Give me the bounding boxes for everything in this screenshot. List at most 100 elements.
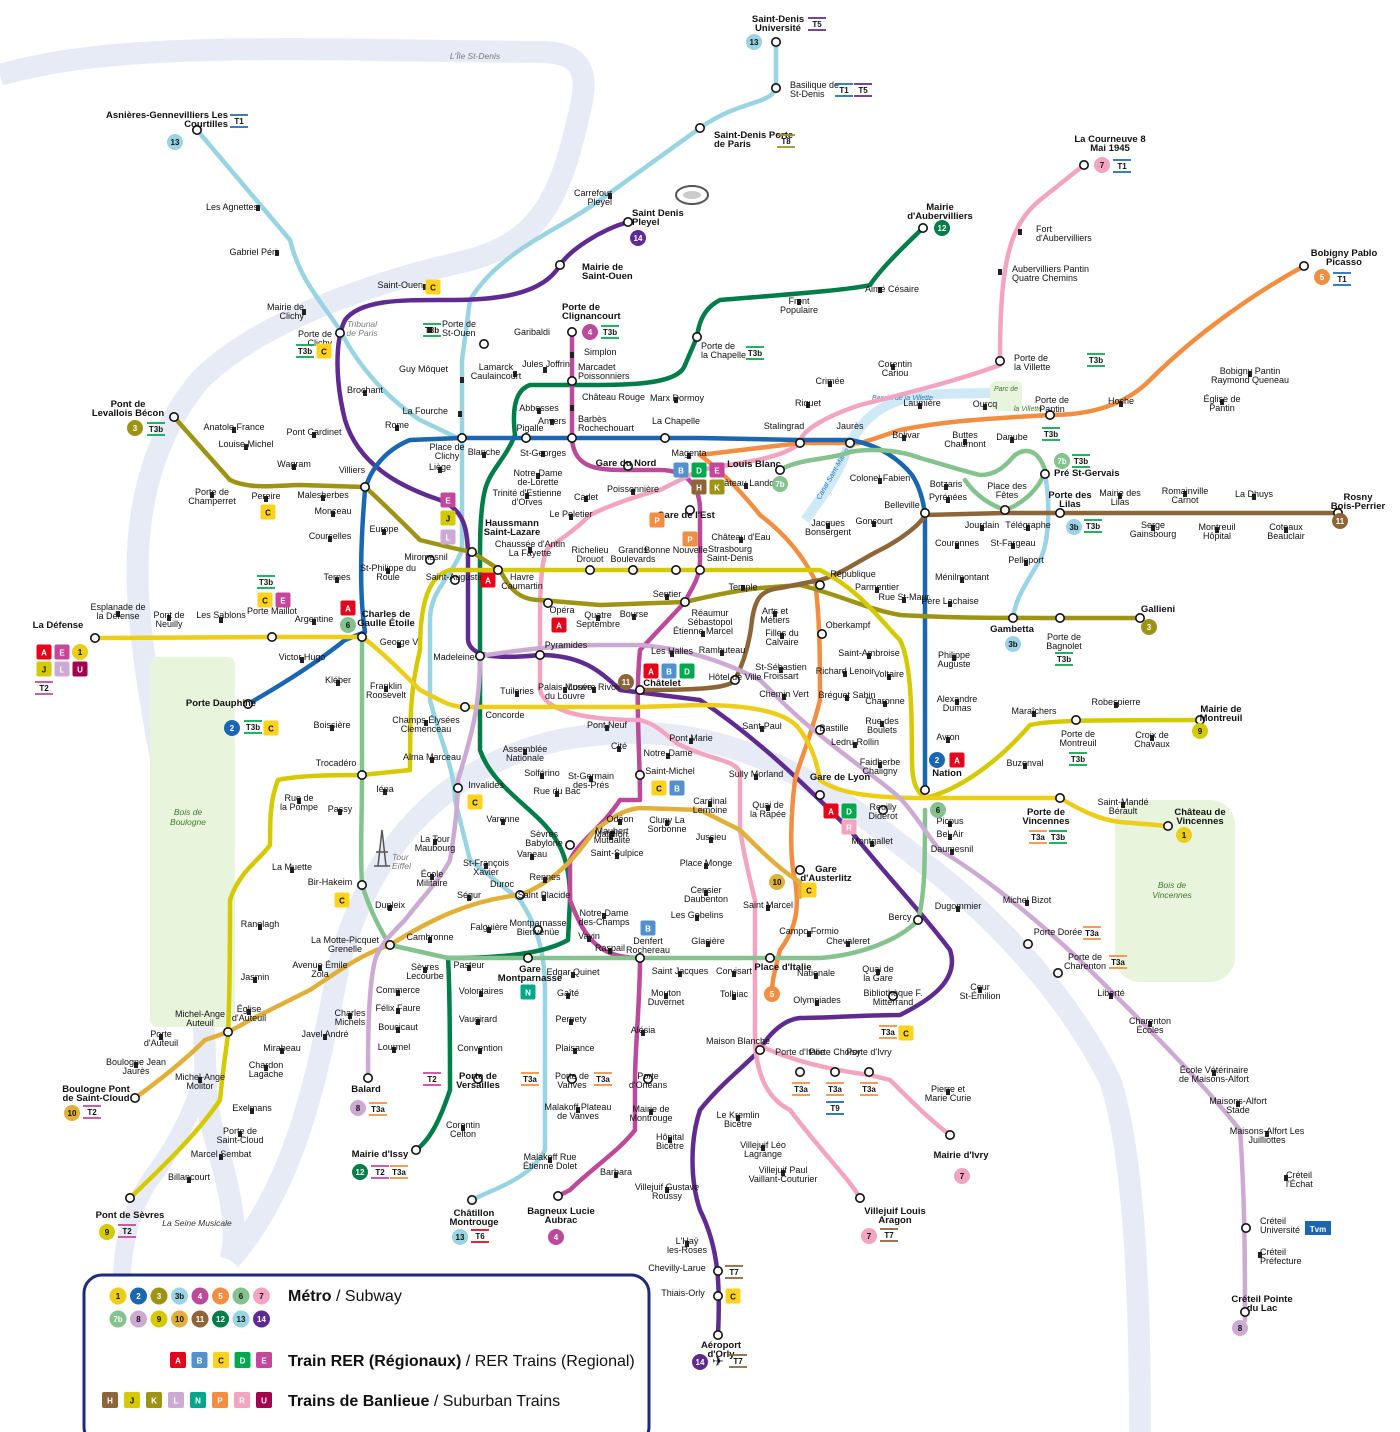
- station-tick-notre-dame-lorette[interactable]: [536, 473, 540, 479]
- station-tick-avenue-zola[interactable]: [318, 965, 322, 971]
- station-tick-chateau-landon[interactable]: [744, 483, 748, 489]
- station-tick-maisons-stade[interactable]: [1236, 1101, 1240, 1107]
- station-tick-creteil-echat[interactable]: [1284, 1175, 1288, 1181]
- station-asnieres[interactable]: [192, 125, 203, 136]
- station-charles-gaulle[interactable]: [356, 631, 367, 642]
- station-belleville[interactable]: [919, 507, 930, 518]
- station-tick-tolbiac[interactable]: [732, 994, 736, 1000]
- station-trocadero[interactable]: [356, 769, 367, 780]
- station-tick-place-monge[interactable]: [704, 863, 708, 869]
- station-tick-carrefour-pleyel[interactable]: [608, 193, 612, 199]
- station-gallieni[interactable]: [1135, 612, 1146, 623]
- station-tick-malakoff-plateau[interactable]: [576, 1107, 580, 1113]
- station-porte-versailles[interactable]: [472, 1074, 483, 1085]
- station-invalides[interactable]: [452, 782, 463, 793]
- station-bagneux[interactable]: [552, 1191, 563, 1202]
- station-bir-hakeim[interactable]: [356, 879, 367, 890]
- line-3b[interactable]: [1010, 471, 1051, 621]
- station-tick-solferino[interactable]: [540, 773, 544, 779]
- station-tick-pereire[interactable]: [264, 496, 268, 502]
- station-tick-bel-air[interactable]: [948, 834, 952, 840]
- station-tick-notre-dame-champs[interactable]: [602, 913, 606, 919]
- station-porte-ivry[interactable]: [863, 1067, 874, 1078]
- station-tick-dupleix[interactable]: [388, 905, 392, 911]
- station-reaumur[interactable]: [679, 596, 690, 607]
- station-tick-segur[interactable]: [467, 895, 471, 901]
- station-pigalle[interactable]: [520, 432, 531, 443]
- station-tick-bobigny-raymond[interactable]: [1248, 371, 1252, 377]
- line-2[interactable]: [245, 435, 928, 793]
- station-tick-billancourt[interactable]: [187, 1177, 191, 1183]
- station-gare-montparnasse[interactable]: [522, 952, 533, 963]
- station-tick-vaugirard[interactable]: [476, 1019, 480, 1025]
- station-tick-rome[interactable]: [395, 425, 399, 431]
- station-tick-anatole-france[interactable]: [232, 427, 236, 433]
- station-tick-aubervilliers-pantin[interactable]: [998, 269, 1002, 275]
- station-tick-porte-st-cloud[interactable]: [238, 1131, 242, 1137]
- station-tick-rambuteau[interactable]: [720, 650, 724, 656]
- line-1[interactable]: [92, 634, 1171, 829]
- station-tick-monceau[interactable]: [331, 511, 335, 517]
- station-reuilly[interactable]: [877, 804, 888, 815]
- station-tick-les-agnettes[interactable]: [256, 205, 260, 211]
- station-stalingrad[interactable]: [794, 437, 805, 448]
- station-tick-varenne[interactable]: [501, 819, 505, 825]
- station-tick-maraichers[interactable]: [1032, 711, 1036, 717]
- station-tick-malesherbes[interactable]: [321, 495, 325, 501]
- station-tick-la-fourche[interactable]: [458, 411, 462, 417]
- station-tick-lamarck[interactable]: [513, 371, 517, 377]
- station-pyramides[interactable]: [534, 649, 545, 660]
- station-tick-villejuif-leo[interactable]: [761, 1145, 765, 1151]
- station-tick-voltaire[interactable]: [887, 674, 891, 680]
- station-porte-chapelle[interactable]: [691, 331, 702, 342]
- station-saint-michel[interactable]: [634, 769, 645, 780]
- station-boulogne-pont[interactable]: [130, 1093, 141, 1104]
- station-tick-censier[interactable]: [704, 890, 708, 896]
- station-tick-ledru[interactable]: [853, 742, 857, 748]
- station-tick-saint-ambroise[interactable]: [867, 653, 871, 659]
- station-tick-montreuil-hopital[interactable]: [1215, 527, 1219, 533]
- station-tick-montgallet[interactable]: [870, 841, 874, 847]
- station-mairie-ivry[interactable]: [944, 1130, 955, 1141]
- station-tick-le-peletier[interactable]: [569, 514, 573, 520]
- station-tick-buttes-chaumont[interactable]: [963, 439, 967, 445]
- station-richelieu[interactable]: [584, 564, 595, 575]
- station-tick-chateau-rouge[interactable]: [570, 405, 574, 411]
- station-chateau-vincennes[interactable]: [1163, 820, 1174, 831]
- station-porte-bagnolet[interactable]: [1055, 612, 1066, 623]
- station-tick-lourmel[interactable]: [392, 1047, 396, 1053]
- station-bonne-nouvelle[interactable]: [670, 564, 681, 575]
- station-tick-charonne[interactable]: [883, 701, 887, 707]
- station-miromesnil[interactable]: [424, 554, 435, 565]
- station-tick-filles-calvaire[interactable]: [780, 633, 784, 639]
- station-tick-mouton[interactable]: [664, 993, 668, 999]
- station-tick-corvisart[interactable]: [732, 971, 736, 977]
- station-tick-jussieu[interactable]: [709, 837, 713, 843]
- station-hotel-ville[interactable]: [729, 674, 740, 685]
- station-tick-liege[interactable]: [438, 467, 442, 473]
- station-tick-rue-pompe[interactable]: [297, 798, 301, 804]
- station-tick-sant-paul[interactable]: [760, 726, 764, 732]
- station-bercy[interactable]: [912, 914, 923, 925]
- station-tick-chemin-vert[interactable]: [782, 694, 786, 700]
- station-tick-bourse[interactable]: [632, 614, 636, 620]
- station-tick-ranelagh[interactable]: [258, 924, 262, 930]
- station-tick-guy-moquet[interactable]: [460, 377, 464, 383]
- station-tick-avron[interactable]: [946, 737, 950, 743]
- station-tick-europe[interactable]: [382, 529, 386, 535]
- station-tick-wagram[interactable]: [292, 464, 296, 470]
- station-tick-fort-aubervilliers[interactable]: [1018, 229, 1022, 235]
- station-tick-plaisance[interactable]: [573, 1048, 577, 1054]
- station-porte-villette[interactable]: [994, 355, 1005, 366]
- station-tick-alesia[interactable]: [641, 1030, 645, 1036]
- station-tick-pernety[interactable]: [569, 1019, 573, 1025]
- station-bastille[interactable]: [814, 724, 825, 735]
- station-place-italie[interactable]: [764, 952, 775, 963]
- station-tick-boucicaut[interactable]: [396, 1027, 400, 1033]
- station-gare-austerlitz[interactable]: [794, 864, 805, 875]
- station-porte-orleans[interactable]: [642, 1074, 653, 1085]
- station-marcadet[interactable]: [566, 375, 577, 386]
- station-tick-st-sebastien[interactable]: [779, 667, 783, 673]
- station-tick-pere-lachaise[interactable]: [948, 601, 952, 607]
- station-tick-mairie-clichy[interactable]: [302, 309, 306, 315]
